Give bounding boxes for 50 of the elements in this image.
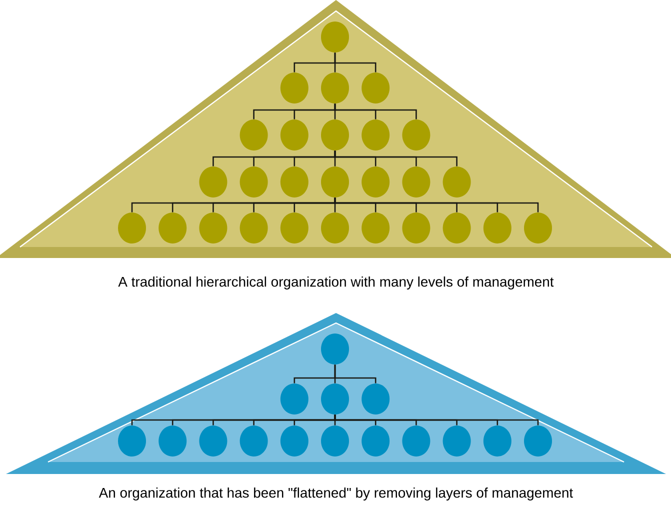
position-circle (321, 166, 349, 198)
position-circle (524, 212, 552, 244)
position-circle (199, 166, 228, 198)
position-circle (402, 212, 430, 244)
position-circle (402, 166, 430, 198)
position-circle (362, 120, 390, 150)
position-circle (321, 72, 349, 104)
connector-line (334, 198, 539, 212)
connector-line (334, 104, 417, 120)
position-circle (280, 120, 308, 150)
connector-line (334, 364, 376, 384)
position-circle (442, 212, 471, 244)
position-circle (321, 384, 349, 414)
position-circle (402, 120, 430, 150)
position-circle (118, 212, 146, 244)
position-circle (240, 426, 268, 456)
position-circle (321, 120, 349, 150)
position-circle (362, 212, 390, 244)
position-circle (280, 426, 308, 456)
connector-line (334, 414, 539, 426)
position-circle (240, 212, 268, 244)
position-circle (280, 72, 308, 104)
position-circle (158, 426, 187, 456)
position-circle (321, 212, 349, 244)
caption-text: A traditional hierarchical organization with many levels of management (118, 276, 554, 290)
position-circle (240, 166, 268, 198)
position-circle (321, 22, 349, 52)
position-circle (321, 426, 349, 456)
connector-line (334, 150, 458, 166)
position-circle (524, 426, 552, 456)
position-circle (199, 212, 228, 244)
position-circle (280, 212, 308, 244)
caption-text: An organization that has been "flattened" by removing layers of management (98, 488, 573, 500)
position-circle (321, 334, 349, 364)
position-circle (118, 426, 146, 456)
connector-line (334, 52, 376, 72)
position-circle (362, 384, 390, 414)
position-circle (402, 426, 430, 456)
position-circle (483, 426, 512, 456)
position-circle (362, 166, 390, 198)
position-circle (362, 426, 390, 456)
position-circle (442, 426, 471, 456)
position-circle (362, 72, 390, 104)
position-circle (158, 212, 187, 244)
position-circle (280, 384, 308, 414)
position-circle (199, 426, 228, 456)
position-circle (280, 166, 308, 198)
position-circle (442, 166, 471, 198)
position-circle (483, 212, 512, 244)
position-circle (240, 120, 268, 150)
